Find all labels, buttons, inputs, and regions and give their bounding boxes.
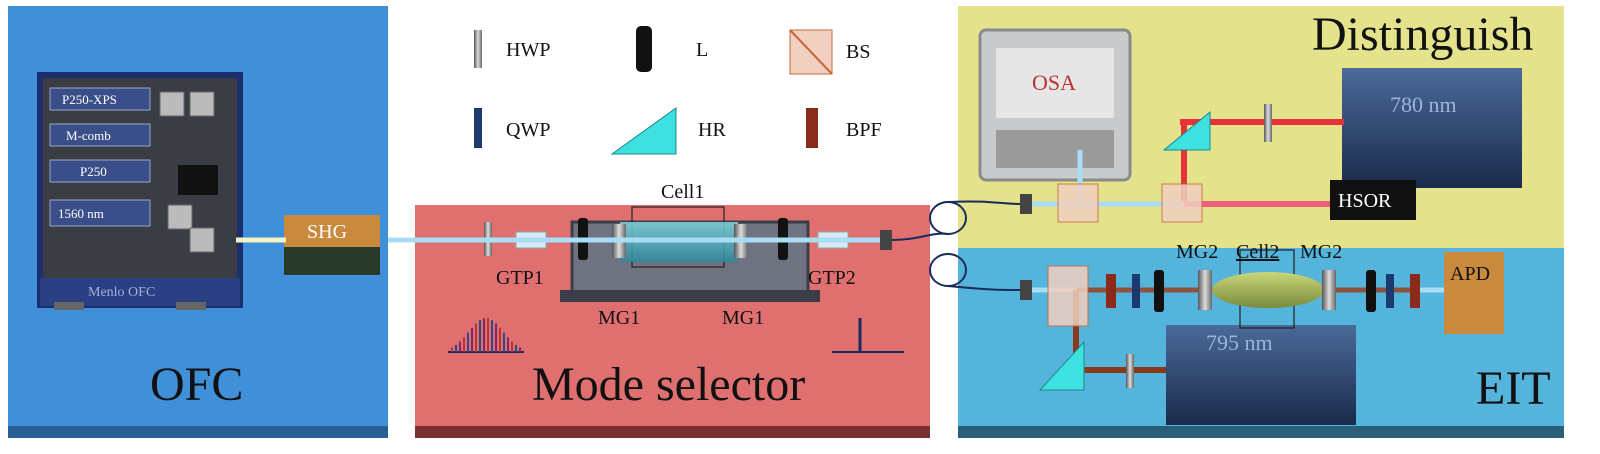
label-gtp2: GTP2 [808, 267, 856, 289]
comb-spectrum-icon [448, 318, 524, 353]
laser-780-label: 780 nm [1390, 92, 1457, 117]
laser-795: 795 nm [1166, 325, 1356, 425]
ofc-stack: P250-XPS M-comb P250 1560 nm [49, 87, 151, 227]
legend-hr: HR [698, 119, 726, 141]
legend-hwp: HWP [506, 39, 550, 61]
shg-module: SHG [284, 215, 380, 275]
fiber-coupler-distinguish [1020, 194, 1032, 214]
fiber-loops [891, 200, 1021, 291]
distinguish-panel: Distinguish OSA 780 nm HSOR [958, 6, 1564, 248]
single-mode-spectrum-icon [832, 318, 904, 353]
label-cell1: Cell1 [661, 181, 704, 203]
hwp-eit [1126, 354, 1134, 388]
panel-title-distinguish: Distinguish [1312, 8, 1533, 61]
hr-mirror-eit [1038, 340, 1085, 391]
label-mg1-left: MG1 [598, 307, 640, 329]
fiber-coupler-eit [1020, 280, 1032, 300]
legend-bs: BS [846, 41, 870, 63]
hsor-label: HSOR [1338, 190, 1392, 212]
bpf-eit-2 [1410, 274, 1420, 308]
ofc-stack-item-p250-xps: P250-XPS [62, 92, 117, 107]
label-mg2-right: MG2 [1300, 241, 1342, 263]
cell2 [1198, 249, 1336, 329]
panel-title-eit: EIT [1476, 362, 1551, 415]
component-legend: HWP QWP L HR BS BPF [474, 26, 882, 155]
bpf-icon [806, 108, 818, 148]
label-mg1-right: MG1 [722, 307, 764, 329]
bs-distinguish-1 [1057, 183, 1099, 223]
bs-eit [1047, 265, 1089, 327]
lens-eit-2 [1366, 270, 1376, 312]
label-mg2-left: MG2 [1176, 241, 1218, 263]
legend-bpf: BPF [846, 119, 882, 141]
qwp-eit-1 [1132, 274, 1140, 308]
lens-eit-1 [1154, 270, 1164, 312]
hr-icon [610, 107, 677, 155]
qwp-icon [474, 108, 482, 148]
bpf-eit [1106, 274, 1116, 308]
hsor-device: HSOR [1330, 180, 1416, 220]
ofc-mirror-mounts [159, 91, 218, 253]
label-gtp1: GTP1 [496, 267, 544, 289]
laser-780: 780 nm [1342, 68, 1522, 188]
mode-selector-panel: Cell1 GTP1 GTP2 MG1 MG1 Mode selector [388, 181, 930, 438]
apd-label: APD [1450, 263, 1490, 285]
laser-795-label: 795 nm [1206, 330, 1273, 355]
shg-label: SHG [307, 221, 347, 243]
legend-qwp: QWP [506, 119, 550, 141]
qwp-eit-2 [1386, 274, 1394, 308]
ofc-brand: Menlo OFC [88, 285, 155, 300]
lens-icon [636, 26, 652, 72]
legend-lens: L [696, 39, 708, 61]
apd-detector: APD [1444, 252, 1504, 334]
panel-title-mode-selector: Mode selector [532, 358, 805, 411]
ofc-stack-item-m-comb: M-comb [66, 128, 111, 143]
osa-label: OSA [1032, 70, 1076, 95]
hr-mirror-distinguish [1162, 110, 1211, 151]
bs-distinguish-2 [1161, 183, 1203, 223]
eit-panel: EIT 795 nm APD MG2 Cell2 MG2 [958, 241, 1564, 438]
panel-title-ofc: OFC [150, 358, 243, 411]
label-cell2: Cell2 [1236, 241, 1279, 263]
fiber-coupler [880, 230, 892, 250]
osa-device: OSA [978, 28, 1132, 182]
hwp-icon [474, 30, 482, 68]
ofc-stack-item-1560: 1560 nm [58, 206, 104, 221]
hwp-distinguish [1264, 104, 1272, 142]
ofc-stack-item-p250: P250 [80, 164, 107, 179]
